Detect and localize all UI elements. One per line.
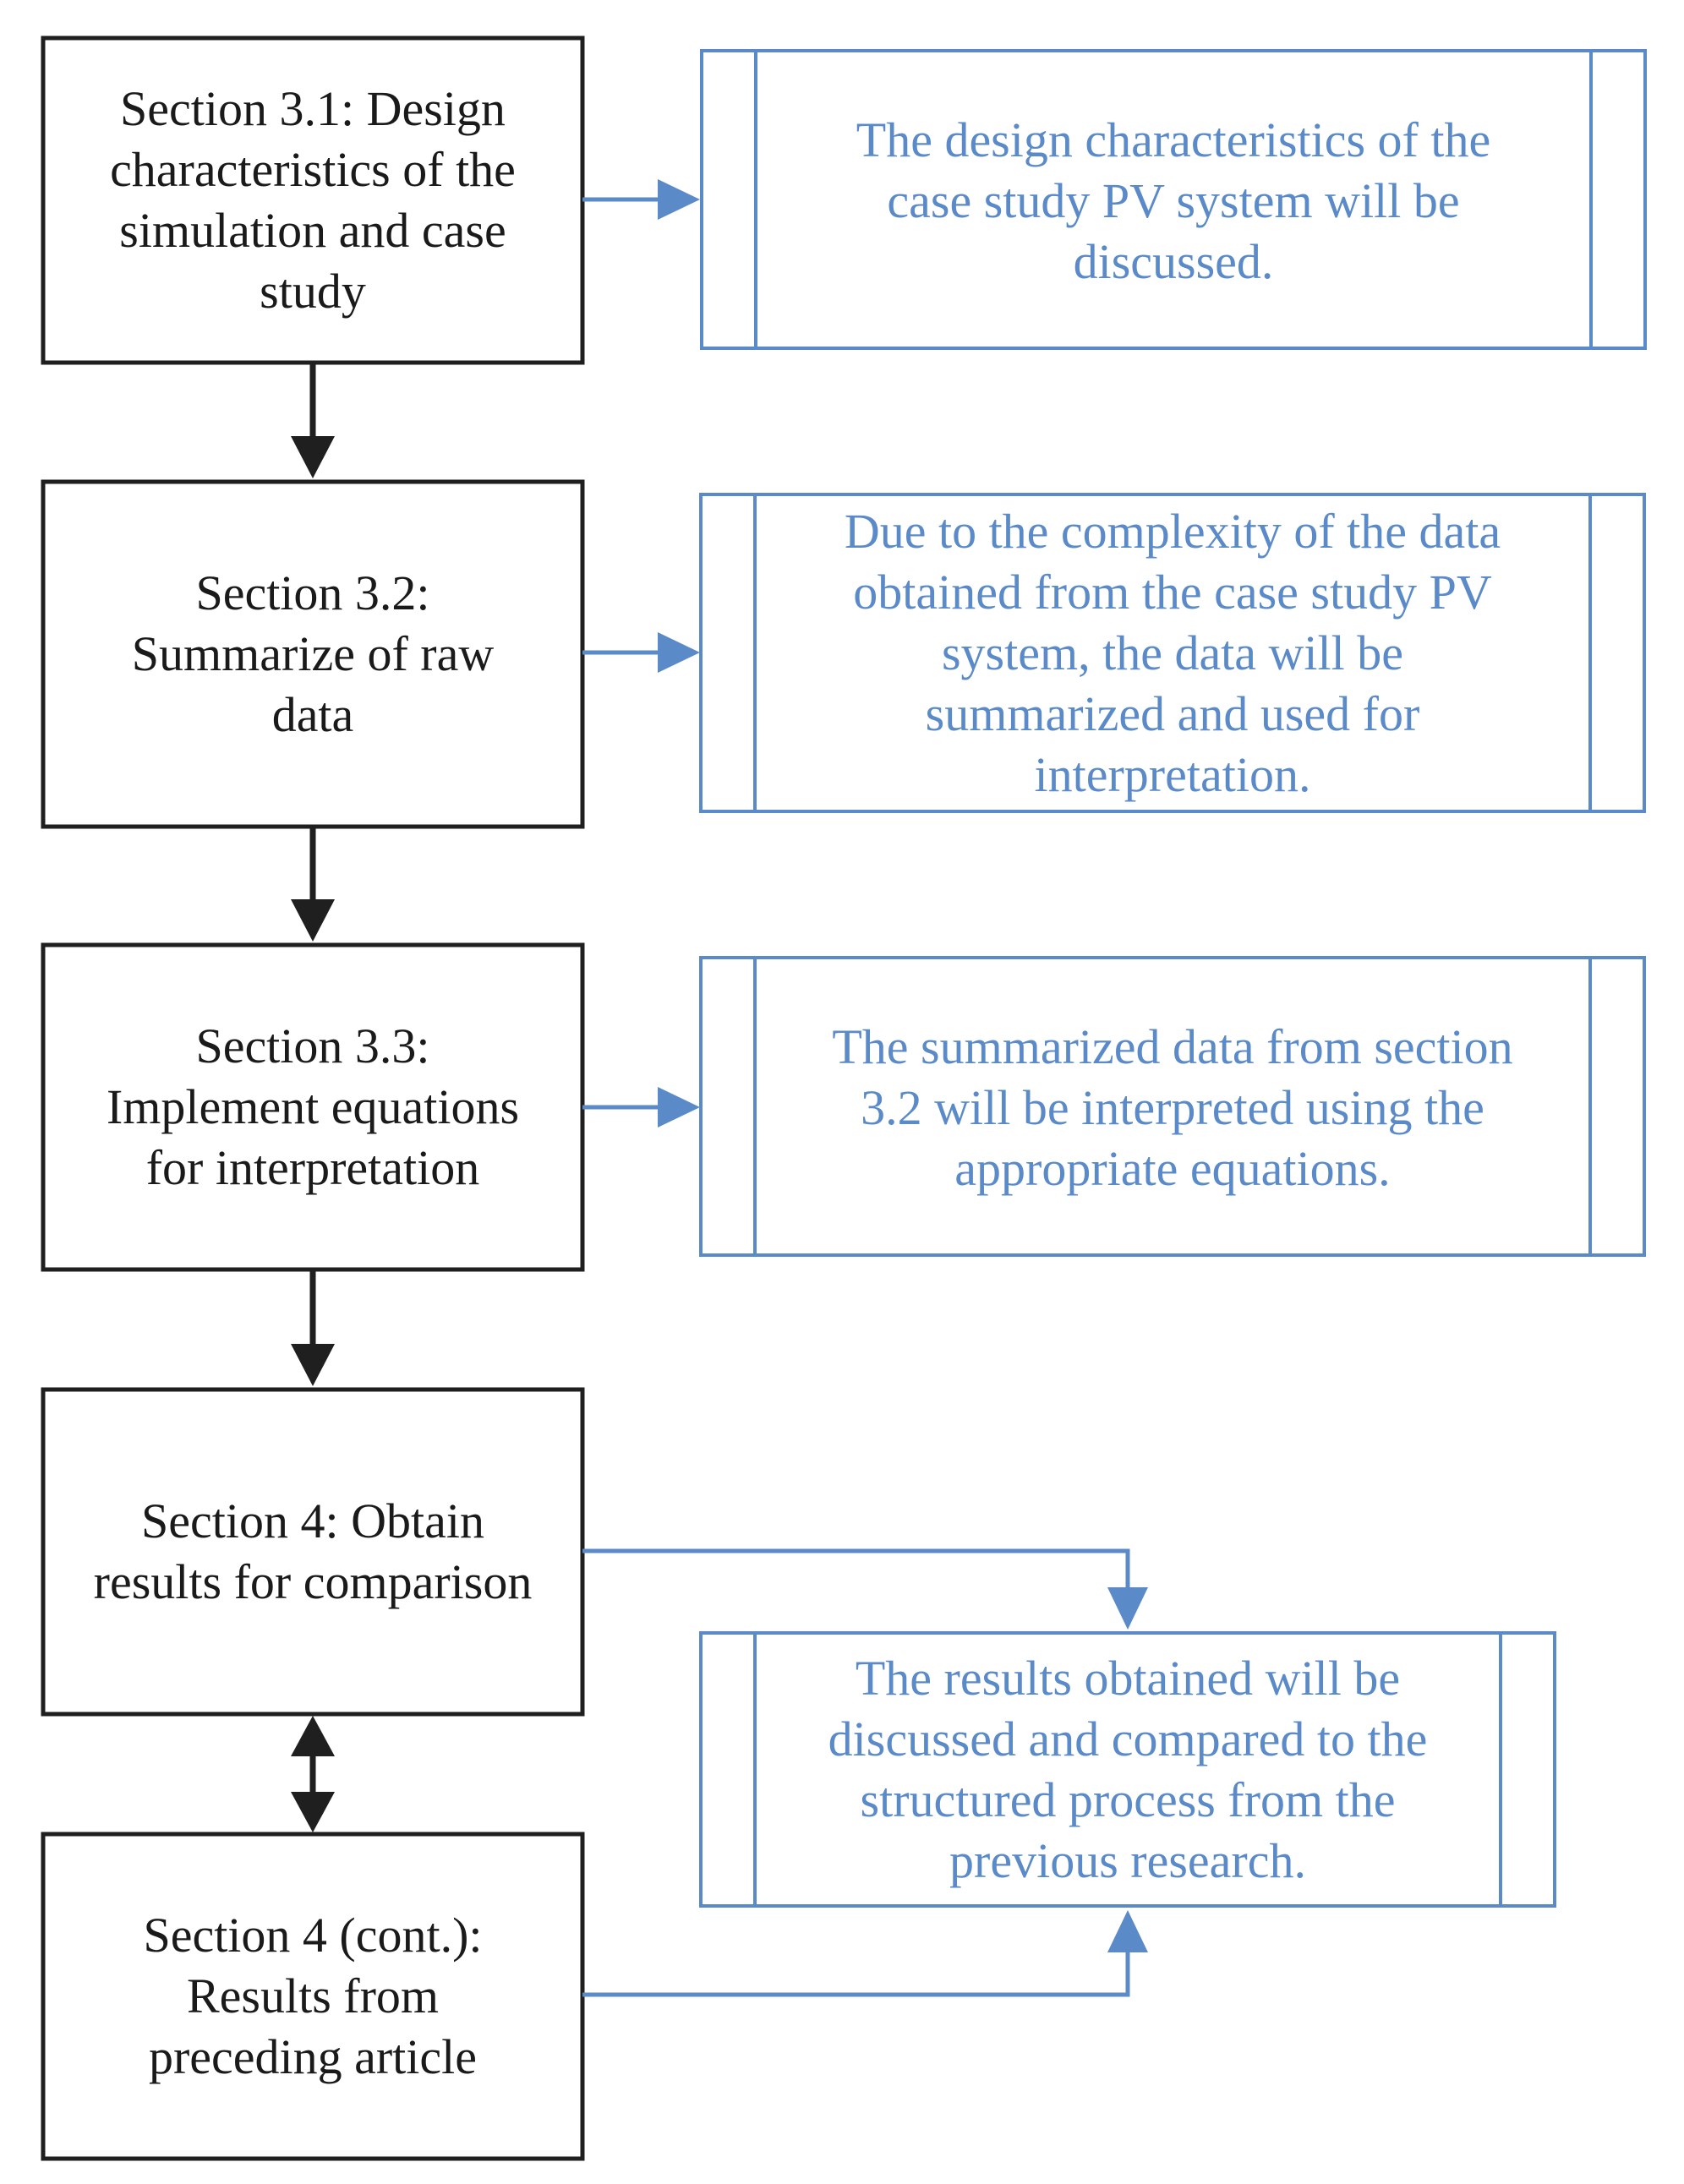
step-text-section-3-2: Section 3.2: Summarize of raw data bbox=[131, 565, 495, 742]
double-arrow bbox=[291, 1716, 335, 1832]
down-arrow-2 bbox=[291, 828, 335, 942]
note-text-design: The design characteristics of the case s… bbox=[856, 112, 1491, 289]
right-arrow-2 bbox=[582, 632, 700, 673]
note-text-summarize: Due to the complexity of the data obtain… bbox=[844, 503, 1501, 802]
right-arrow-3 bbox=[582, 1087, 700, 1127]
step-box-section-4-cont bbox=[41, 1832, 585, 2161]
step-box-section-3-1 bbox=[41, 35, 585, 365]
step-text-section-3-3: Section 3.3: Implement equations for int… bbox=[106, 1018, 520, 1195]
step-text-section-4-cont: Section 4 (cont.): Results from precedin… bbox=[143, 1908, 483, 2084]
step-text-section-4: Section 4: Obtain results for comparison bbox=[93, 1493, 533, 1609]
note-box-interpret bbox=[699, 956, 1646, 1257]
step-box-section-3-2 bbox=[41, 479, 585, 829]
step-box-section-4 bbox=[41, 1387, 585, 1717]
step-box-section-3-3 bbox=[41, 942, 585, 1272]
down-arrow-1 bbox=[291, 364, 335, 478]
note-box-design bbox=[700, 49, 1647, 350]
elbow-arrow-down bbox=[582, 1548, 1148, 1630]
note-box-summarize bbox=[699, 493, 1646, 813]
note-box-results bbox=[699, 1631, 1556, 1908]
right-arrow-1 bbox=[582, 179, 700, 220]
step-text-section-3-1: Section 3.1: Design characteristics of t… bbox=[110, 81, 516, 319]
note-text-interpret: The summarized data from section 3.2 wil… bbox=[832, 1019, 1513, 1196]
down-arrow-3 bbox=[291, 1271, 335, 1386]
elbow-arrow-up bbox=[582, 1910, 1148, 1997]
note-text-results: The results obtained will be discussed a… bbox=[828, 1650, 1428, 1888]
